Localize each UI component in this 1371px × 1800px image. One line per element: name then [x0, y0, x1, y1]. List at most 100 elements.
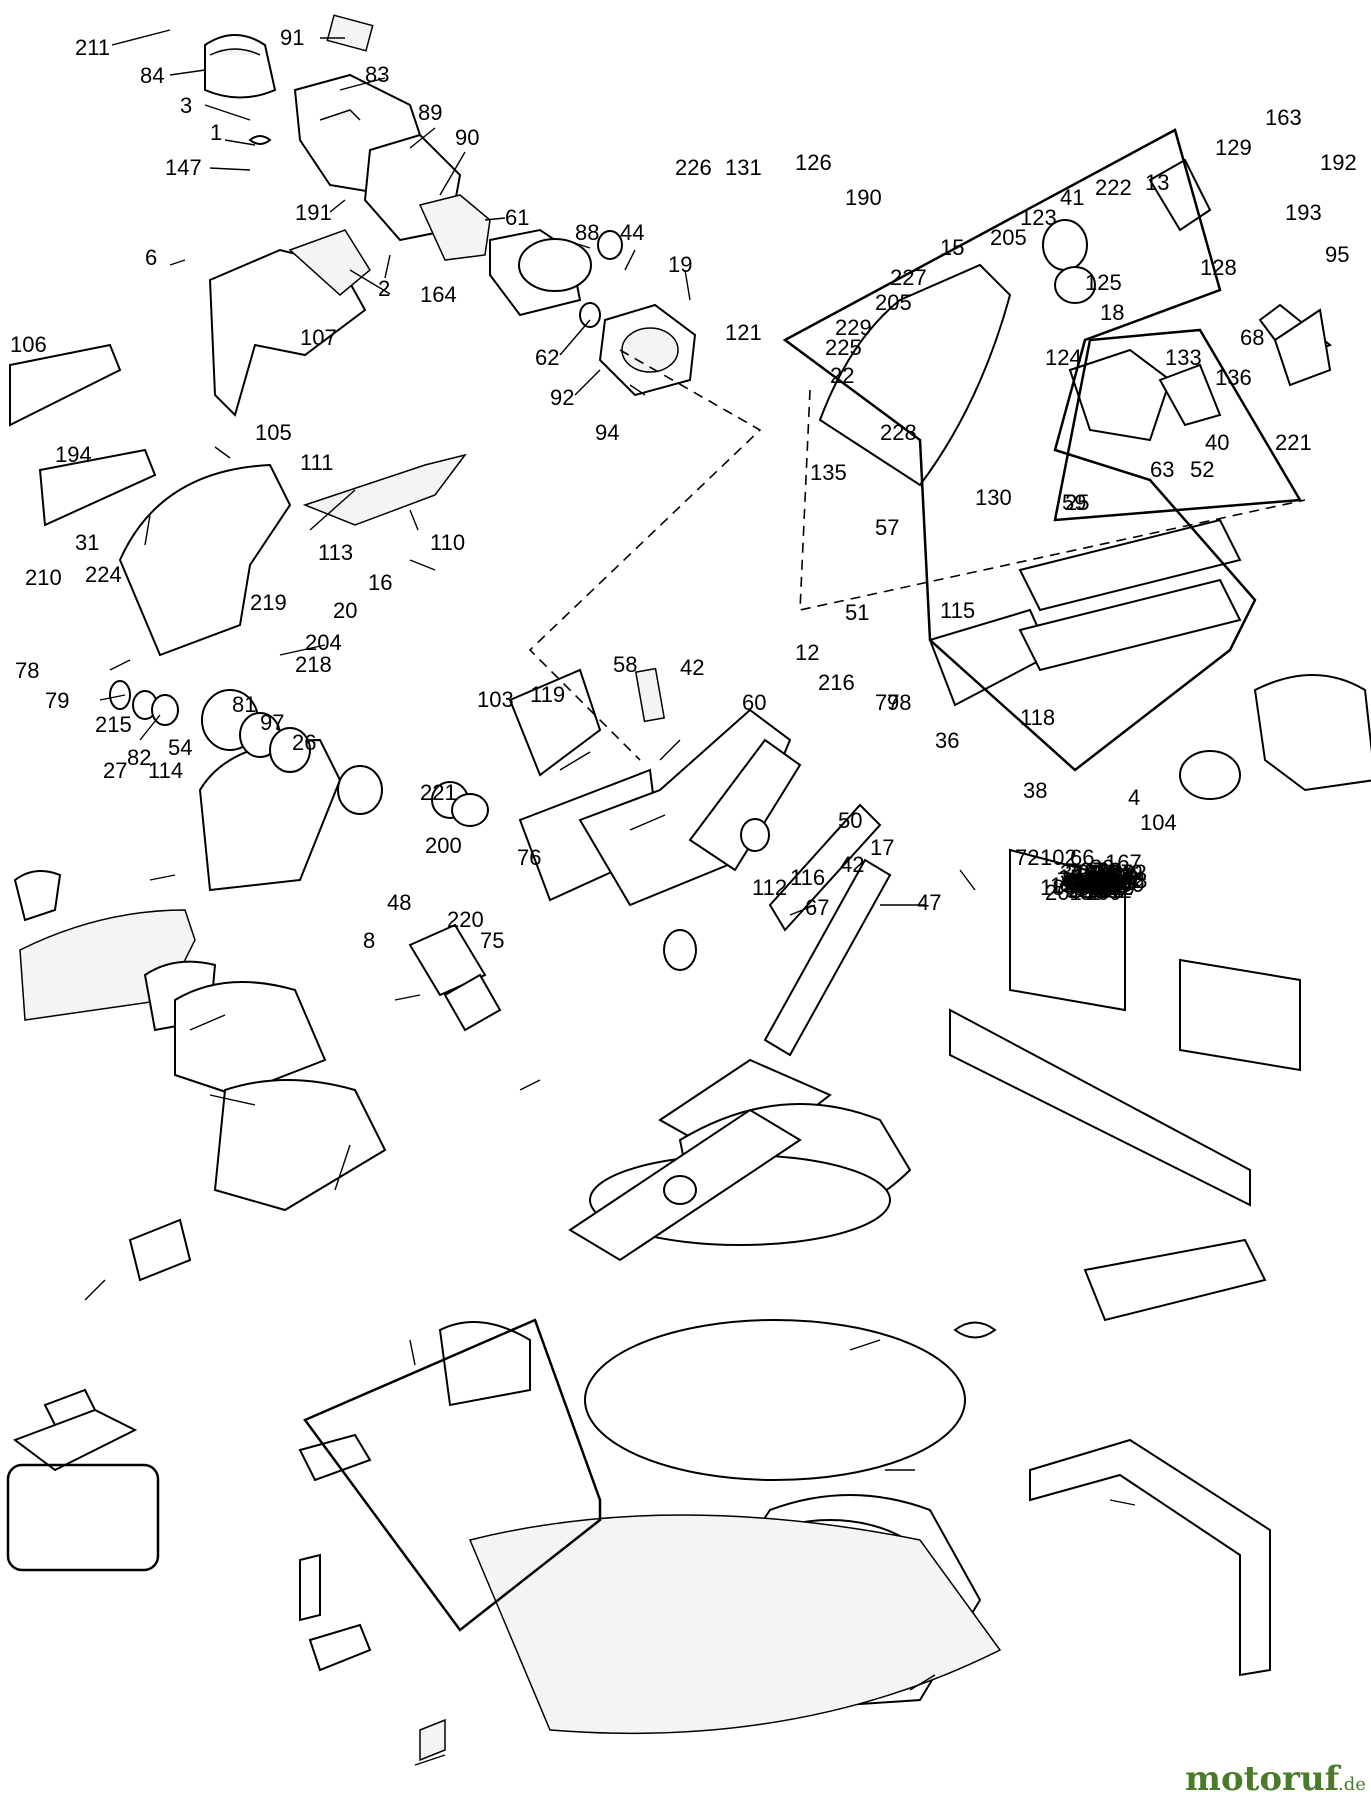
- part-label: 105: [255, 420, 292, 445]
- part-label: 39: [1090, 855, 1114, 880]
- part-label: 116: [790, 865, 825, 890]
- part-label: 21: [1070, 873, 1094, 898]
- part-label: 83: [365, 62, 389, 87]
- part-label: 169: [1102, 865, 1139, 890]
- part-label: 71: [1078, 877, 1102, 902]
- dashed-link-rail-group: [799, 389, 1306, 612]
- part-label: 99: [1066, 868, 1090, 893]
- part-label: 203: [1065, 860, 1102, 885]
- part-label: 4: [1105, 875, 1117, 900]
- part-label: 69: [1120, 872, 1144, 897]
- part-label: 130: [975, 485, 1012, 510]
- part-label: 174: [1062, 870, 1099, 895]
- part-label: 147: [165, 155, 202, 180]
- group-outline-800: [6, 1463, 160, 1572]
- part-label: 111: [300, 450, 333, 475]
- part-label: 112: [1098, 875, 1133, 900]
- part-label: 167: [1105, 850, 1142, 875]
- part-label: 73: [1072, 860, 1096, 885]
- part-label: 39: [1080, 880, 1104, 905]
- part-label: 41: [1060, 185, 1084, 210]
- part-label: 23: [1123, 868, 1147, 893]
- part-label: 121: [725, 320, 762, 345]
- watermark-brand: motoruf: [1185, 1759, 1342, 1799]
- part-label: 149: [1106, 860, 1143, 885]
- part-label: 34: [1060, 860, 1084, 885]
- part-label: 110: [430, 530, 465, 555]
- part-label: 103: [477, 687, 514, 712]
- part-label: 114: [148, 758, 183, 783]
- part-label: 50: [838, 808, 862, 833]
- part-label: 44: [620, 220, 644, 245]
- part-label: 218: [295, 652, 332, 677]
- part-label: 191: [295, 200, 332, 225]
- part-label: 9: [1095, 868, 1107, 893]
- part-label: 63: [1150, 457, 1174, 482]
- part-label: 18: [1100, 300, 1124, 325]
- part-label: 38: [1083, 865, 1107, 890]
- part-label: 12: [795, 640, 819, 665]
- handle-and-switch: [12, 923, 531, 1472]
- part-label: 38: [1023, 778, 1047, 803]
- part-label: 95: [1325, 242, 1349, 267]
- part-label: 89: [418, 100, 442, 125]
- part-label: 221: [1275, 430, 1312, 455]
- part-label: 119: [530, 682, 565, 707]
- part-label: 216: [818, 670, 855, 695]
- part-label: 107: [300, 325, 337, 350]
- part-label: 194: [55, 442, 92, 467]
- part-label: 28: [1092, 860, 1116, 885]
- part-label: 212: [1075, 873, 1112, 898]
- part-label: 79: [45, 688, 69, 713]
- part-label: 60: [742, 690, 766, 715]
- part-label: 78: [15, 658, 39, 683]
- part-label: 5: [1070, 865, 1082, 890]
- part-label: 26: [292, 730, 316, 755]
- part-label: 213: [1100, 870, 1137, 895]
- part-label: 28: [1068, 878, 1092, 903]
- group-outline-173: [303, 1318, 602, 1632]
- part-label: 92: [550, 385, 574, 410]
- part-label: 132: [1108, 868, 1145, 893]
- part-label: 123: [1020, 205, 1057, 230]
- part-label: 101: [1058, 865, 1095, 890]
- hub-and-washers: [109, 680, 489, 827]
- part-label: 93: [1103, 873, 1127, 898]
- part-label: 137: [1096, 860, 1133, 885]
- part-label: 118: [1020, 705, 1055, 730]
- part-label: 106: [10, 332, 47, 357]
- part-label: 74: [1075, 877, 1099, 902]
- part-label: 125: [1085, 270, 1122, 295]
- part-label: 66: [1070, 845, 1094, 870]
- part-label: 97: [260, 710, 284, 735]
- part-label: 15: [940, 235, 964, 260]
- part-label: 180: [1040, 875, 1077, 900]
- part-label: 75: [480, 928, 504, 953]
- part-label: 68: [1240, 325, 1264, 350]
- part-label: 24: [1092, 873, 1116, 898]
- part-label: 1: [210, 120, 222, 145]
- part-label: 76: [517, 845, 541, 870]
- part-label: 31: [75, 530, 99, 555]
- part-label: 126: [795, 150, 832, 175]
- part-label: 220: [447, 907, 484, 932]
- part-label: 192: [1320, 150, 1357, 175]
- part-label: 11: [1065, 877, 1088, 902]
- part-label: 120: [1098, 875, 1135, 900]
- part-label: 176: [1074, 863, 1111, 888]
- part-label: 190: [845, 185, 882, 210]
- group-outline-136: [1053, 328, 1303, 522]
- part-label: 52: [1190, 457, 1214, 482]
- part-label: 139: [1085, 858, 1122, 883]
- part-label: 204: [305, 630, 342, 655]
- part-label: 19: [668, 252, 692, 277]
- part-label: 33: [1100, 878, 1124, 903]
- part-label: 82: [127, 745, 151, 770]
- dust-chute-107: [208, 229, 371, 417]
- part-label: 62: [535, 345, 559, 370]
- part-label: 133: [1165, 345, 1202, 370]
- part-label: 81: [232, 692, 256, 717]
- part-label: 158: [1050, 873, 1087, 898]
- part-label: 135: [810, 460, 847, 485]
- part-label: 193: [1285, 200, 1322, 225]
